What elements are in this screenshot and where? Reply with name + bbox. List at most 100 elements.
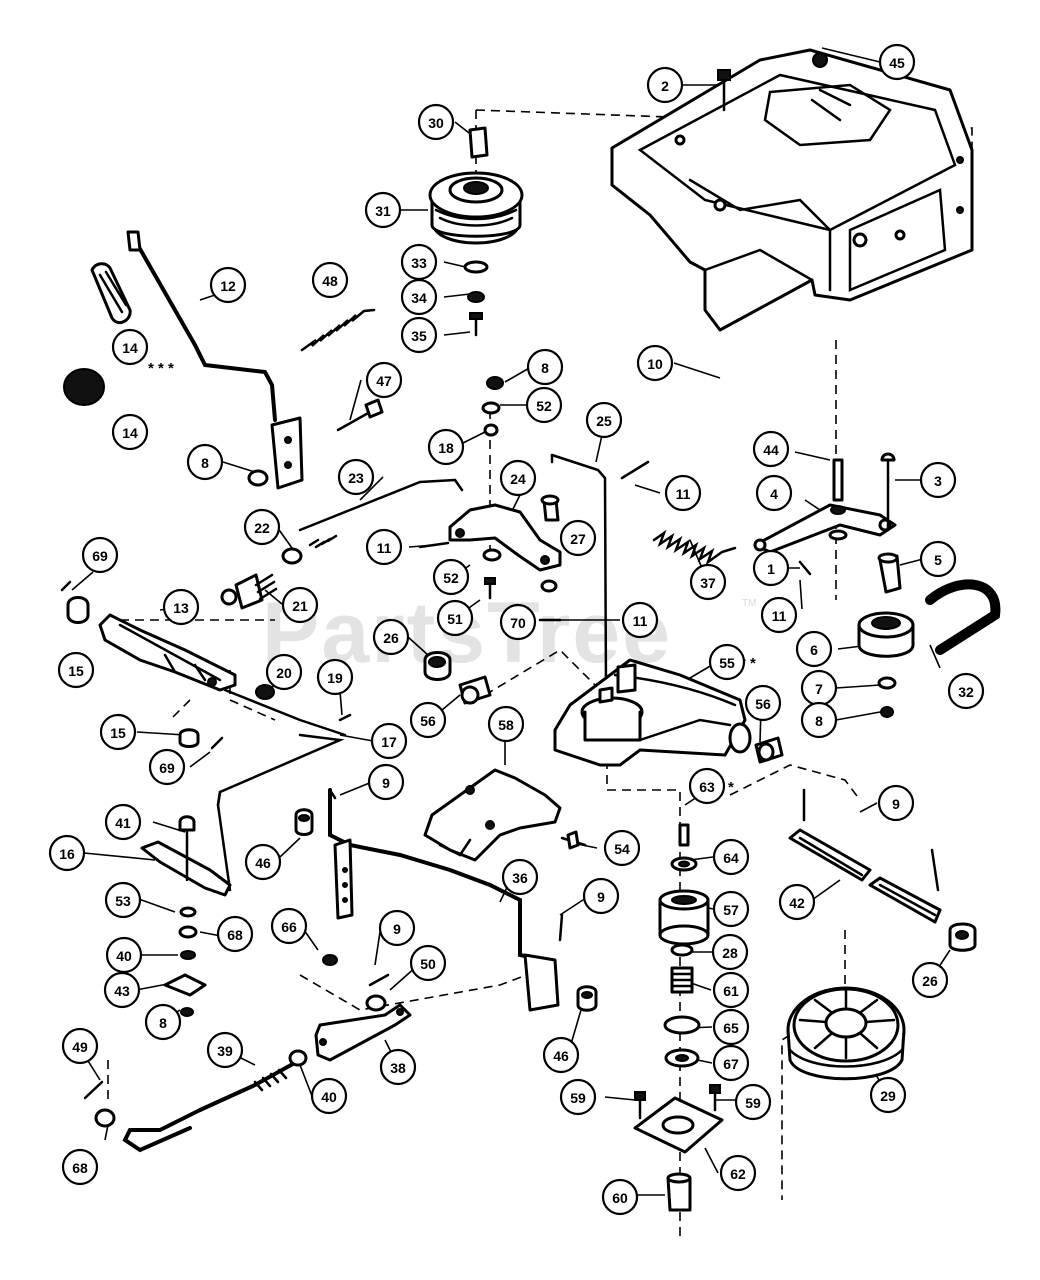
callout-25: 25 <box>585 401 623 439</box>
callout-label: 11 <box>377 540 392 556</box>
callout-53: 53 <box>104 881 142 919</box>
callout-label: 57 <box>723 902 739 918</box>
callout-label: 2 <box>661 78 669 94</box>
callout-51: 51 <box>436 599 474 637</box>
callout-label: 33 <box>411 255 427 271</box>
callout-67: 67 <box>712 1044 750 1082</box>
callout-27: 27 <box>559 519 597 557</box>
callout-54: 54 <box>603 829 641 867</box>
callout-37: 37 <box>689 563 727 601</box>
callout-circle <box>711 933 749 971</box>
callout-circle <box>162 588 200 626</box>
callout-label: 40 <box>116 948 132 964</box>
watermark-trademark: TM <box>742 598 756 609</box>
callout-55: 55 <box>708 643 746 681</box>
callout-11: 11 <box>621 601 659 639</box>
callout-circle <box>712 971 750 1009</box>
callout-circle <box>601 1178 639 1216</box>
bracket-38-assembly <box>314 954 412 1062</box>
callout-40: 40 <box>105 936 143 974</box>
bracket-16-assembly <box>140 815 232 1017</box>
callout-circle <box>778 883 816 921</box>
mounting-bracket-and-bolt-47 <box>247 398 384 490</box>
callout-13: 13 <box>162 588 200 626</box>
callout-label: 66 <box>281 919 297 935</box>
transmission-housing <box>610 48 974 332</box>
callout-circle <box>712 1044 750 1082</box>
callout-label: 49 <box>72 1039 88 1055</box>
callout-label: 40 <box>321 1089 337 1105</box>
callout-circle <box>316 658 354 696</box>
callout-19: 19 <box>316 658 354 696</box>
callout-6: 6 <box>795 630 833 668</box>
callout-label: 44 <box>763 442 779 458</box>
callout-7: 7 <box>800 669 838 707</box>
callout-label: 15 <box>68 663 84 679</box>
callout-5: 5 <box>919 540 957 578</box>
callout-1: 1 <box>752 549 790 587</box>
callout-56: 56 <box>744 684 782 722</box>
callout-circle <box>337 458 375 496</box>
callout-32: 32 <box>947 672 985 710</box>
callout-label: 65 <box>723 1020 739 1036</box>
callout-9: 9 <box>378 909 416 947</box>
callout-label: 9 <box>382 775 390 791</box>
callout-label: 4 <box>770 486 778 502</box>
callout-circle <box>311 261 349 299</box>
callout-42: 42 <box>778 883 816 921</box>
callout-circle <box>752 430 790 468</box>
callout-circle <box>559 519 597 557</box>
callout-circle <box>712 838 750 876</box>
callout-circle <box>869 1076 907 1114</box>
callout-8: 8 <box>144 1003 182 1041</box>
bolt-3-and-spacer-5 <box>877 452 902 594</box>
bracket-24 <box>448 376 562 600</box>
callout-label: 13 <box>173 600 189 616</box>
shaft-42-and-pins <box>788 788 977 952</box>
callout-61: 61 <box>712 971 750 1009</box>
control-rod-23 <box>281 478 464 565</box>
spring-37 <box>652 529 737 566</box>
callout-9: 9 <box>367 763 405 801</box>
callout-22: 22 <box>243 508 281 546</box>
callout-50: 50 <box>409 944 447 982</box>
callout-label: 50 <box>420 956 436 972</box>
callout-label: 68 <box>227 927 243 943</box>
bracket-58 <box>423 768 587 862</box>
callout-label: 52 <box>443 570 459 586</box>
callout-label: 9 <box>892 796 900 812</box>
callout-26: 26 <box>372 618 410 656</box>
callout-circle <box>708 643 746 681</box>
callout-44: 44 <box>752 430 790 468</box>
callout-52: 52 <box>432 558 470 596</box>
callout-circle <box>752 549 790 587</box>
callout-label: 54 <box>614 841 630 857</box>
bushing-27 <box>540 494 560 593</box>
callout-circle <box>919 540 957 578</box>
cotter-pins-11 <box>418 460 812 622</box>
callout-circle <box>104 881 142 919</box>
callout-circle <box>367 763 405 801</box>
callout-circle <box>878 43 916 81</box>
callout-circle <box>911 961 949 999</box>
callout-label: 68 <box>72 1160 88 1176</box>
callout-circle <box>755 474 793 512</box>
callout-circle <box>559 1078 597 1116</box>
callout-26: 26 <box>911 961 949 999</box>
callout-label: 17 <box>381 734 397 750</box>
callout-8: 8 <box>800 701 838 739</box>
callout-circle <box>378 909 416 947</box>
callout-68: 68 <box>216 915 254 953</box>
callout-circle <box>400 316 438 354</box>
callout-circle <box>265 653 303 691</box>
callout-label: 55 <box>719 655 735 671</box>
callout-circle <box>585 401 623 439</box>
callout-41: 41 <box>104 803 142 841</box>
nut-46 <box>294 808 598 1012</box>
callout-label: 12 <box>220 278 236 294</box>
callout-label: 46 <box>553 1048 569 1064</box>
callout-60: 60 <box>601 1178 639 1216</box>
callout-circle <box>712 890 750 928</box>
callout-circle <box>105 936 143 974</box>
